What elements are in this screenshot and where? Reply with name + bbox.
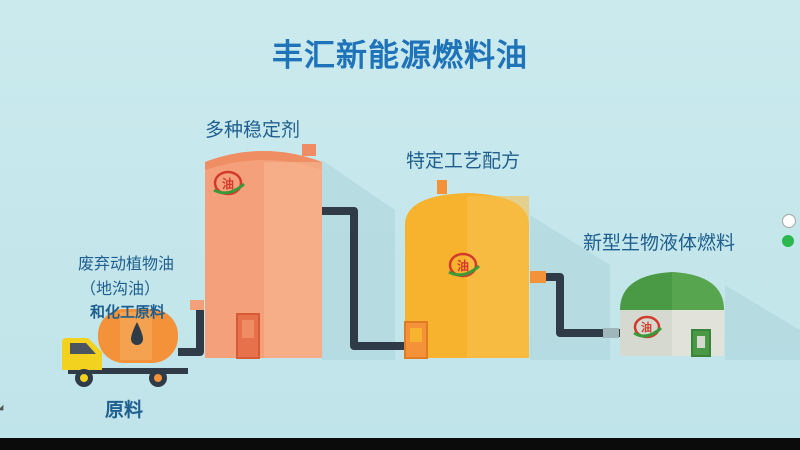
pipe-joint-2 bbox=[530, 271, 546, 283]
label-tank-stabilizer: 多种稳定剂 bbox=[205, 119, 301, 141]
pipe-tank1-to-tank2 bbox=[322, 207, 418, 350]
diagram-stage bbox=[0, 0, 800, 438]
tank2-shadow bbox=[530, 215, 610, 360]
pipe-network bbox=[178, 207, 620, 356]
logo-glyph: 油 bbox=[457, 259, 470, 273]
pipe-joint-1 bbox=[190, 300, 204, 310]
label-tank-formula: 特定工艺配方 bbox=[406, 150, 521, 172]
label-raw-line1: 废弃动植物油 bbox=[78, 254, 175, 273]
pipe-tank2-to-tank3 bbox=[546, 273, 620, 337]
logo-glyph: 油 bbox=[222, 177, 235, 191]
logo-icon bbox=[633, 315, 663, 339]
label-raw-line2: （地沟油） bbox=[80, 279, 161, 298]
page-title: 丰汇新能源燃料油 bbox=[272, 38, 528, 74]
pipe-truck-to-tank1 bbox=[178, 306, 204, 356]
logo-icon bbox=[448, 252, 480, 278]
label-raw-caption: 原料 bbox=[105, 399, 144, 421]
logo-icon bbox=[213, 170, 245, 196]
logo-glyph: 油 bbox=[641, 321, 652, 334]
bottom-bar bbox=[0, 438, 800, 450]
tank-biofuel bbox=[620, 272, 724, 357]
wechat-icon[interactable] bbox=[782, 235, 794, 247]
process-diagram bbox=[62, 144, 800, 387]
truck-icon bbox=[62, 309, 188, 387]
tank1-shadow bbox=[322, 160, 395, 360]
tank3-shadow bbox=[725, 285, 800, 360]
pipe-joint-3 bbox=[603, 328, 619, 338]
tank-stabilizer bbox=[205, 144, 322, 359]
label-raw-line3: 和化工原料 bbox=[90, 303, 166, 321]
clock-icon[interactable] bbox=[782, 214, 796, 228]
label-tank-biofuel: 新型生物液体燃料 bbox=[583, 232, 736, 254]
